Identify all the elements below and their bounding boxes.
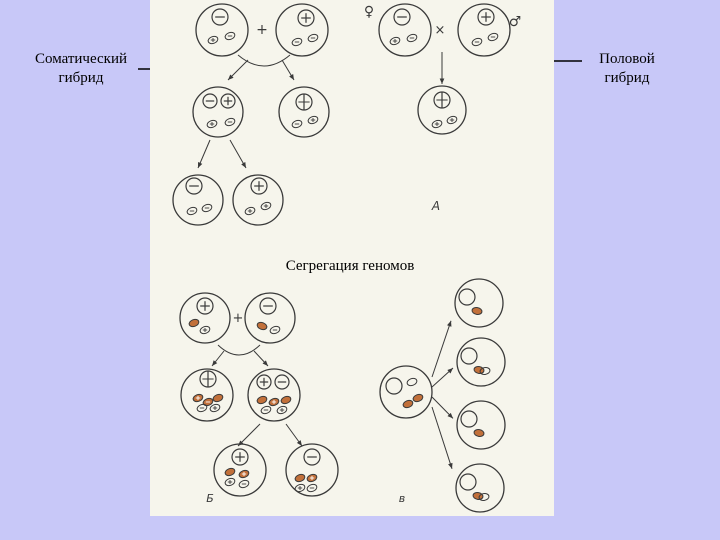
somatic-hybrid-label-line2: гибрид <box>20 69 142 88</box>
nucleus <box>461 411 477 427</box>
sexual-hybrid-label-line1: Половой <box>582 50 672 69</box>
female-symbol: ♀ <box>364 4 374 20</box>
fusion-bracket <box>218 345 260 355</box>
plus-sign: + <box>256 22 268 38</box>
cell <box>193 87 243 137</box>
cell <box>276 4 328 56</box>
flow-arrowhead <box>440 78 445 84</box>
flow-arrowhead <box>297 440 302 446</box>
organelle <box>472 492 483 500</box>
somatic-hybrid-label: Соматический гибрид <box>20 50 142 88</box>
organelle <box>212 393 224 403</box>
flow-arrowhead <box>289 74 294 80</box>
cell <box>181 369 233 421</box>
cell <box>214 444 266 496</box>
cell <box>248 369 300 421</box>
organelle <box>473 366 484 374</box>
nucleus <box>386 378 402 394</box>
organelle <box>280 395 292 405</box>
nucleus <box>461 348 477 364</box>
organelle <box>406 377 418 387</box>
cross-sign: × <box>435 23 446 38</box>
flow-arrowhead <box>448 463 452 469</box>
organelle <box>294 473 306 483</box>
flow-arrow <box>432 321 451 377</box>
figure-caption: Сегрегация геномов <box>270 258 430 275</box>
nucleus <box>459 289 475 305</box>
organelle <box>412 393 424 403</box>
somatic-hybrid-label-line1: Соматический <box>20 50 142 69</box>
plus-sign: + <box>233 311 244 326</box>
sexual-hybrid-label-line2: гибрид <box>582 69 672 88</box>
sexual-hybrid-label: Половой гибрид <box>582 50 672 88</box>
organelle <box>256 321 268 331</box>
cell <box>379 4 431 56</box>
nucleus <box>460 474 476 490</box>
panel-letter-c: в <box>399 492 405 505</box>
organelle <box>188 318 200 328</box>
cell <box>380 366 432 418</box>
organelle <box>256 395 268 405</box>
cell <box>458 4 510 56</box>
panel-letter-b: Б <box>206 492 214 505</box>
cell <box>173 175 223 225</box>
cell <box>233 175 283 225</box>
cell <box>245 293 295 343</box>
cell <box>196 4 248 56</box>
panel-letter-a: А <box>431 199 440 213</box>
organelle <box>224 467 236 477</box>
organelle <box>402 399 414 409</box>
flow-arrowhead <box>447 321 451 327</box>
organelle <box>471 307 482 315</box>
male-symbol: ♂ <box>509 14 522 30</box>
organelle <box>473 429 484 437</box>
cell <box>180 293 230 343</box>
